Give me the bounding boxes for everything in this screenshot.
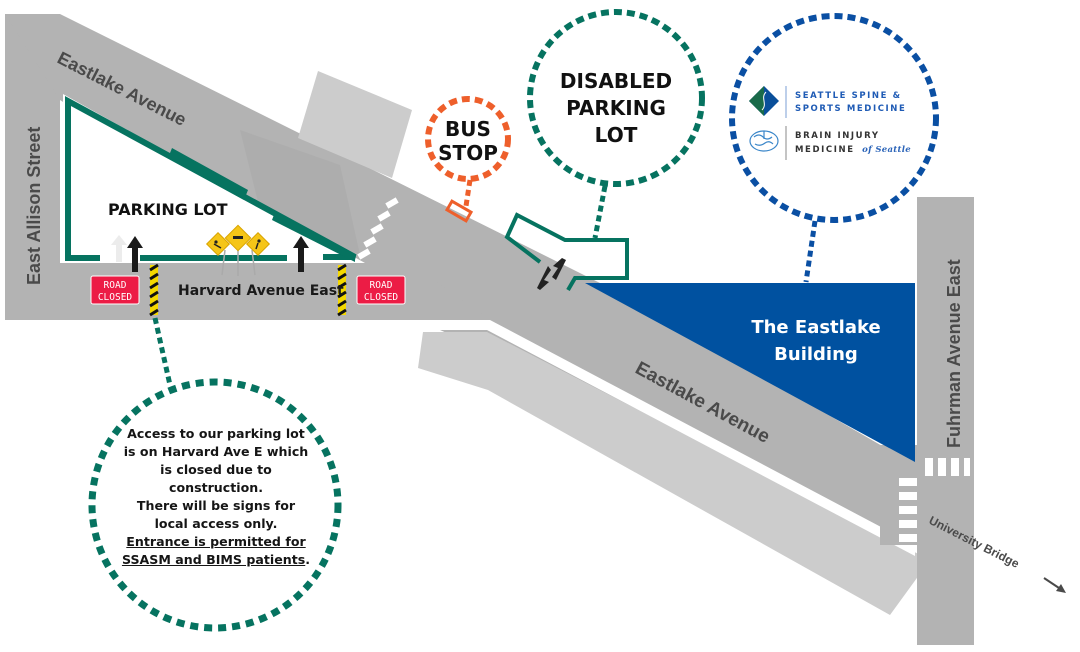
note-line: is on Harvard Ave E which: [123, 444, 309, 459]
seattle-spine-line2: SPORTS MEDICINE: [795, 104, 906, 114]
crosswalk: [357, 197, 399, 260]
two-way-arrow-icon: [537, 258, 566, 290]
road-closed-line1: ROAD: [104, 280, 127, 291]
building-block-south: [418, 332, 930, 615]
note-line: local access only.: [154, 516, 278, 531]
bus-stop-line1: BUS: [445, 117, 491, 141]
disabled-parking-line2: PARKING: [566, 96, 666, 120]
seattle-spine-line1: SEATTLE SPINE &: [795, 91, 902, 101]
building-block-north: [298, 71, 412, 178]
road-eastlake-avenue: [5, 14, 915, 545]
building-label-line2: Building: [774, 344, 858, 365]
note-emphasis: SSASM and BIMS patients: [121, 552, 306, 567]
road-closed-line2: CLOSED: [364, 292, 399, 303]
disabled-parking-leader: [592, 185, 608, 239]
road-closed-sign-left: ROAD CLOSED: [90, 275, 140, 305]
eastlake-building: [585, 283, 915, 462]
road-east-allison-street: [5, 14, 60, 320]
note-period: .: [305, 552, 311, 567]
road-closed-sign-right: ROAD CLOSED: [356, 275, 406, 305]
street-label-fuhrman: Fuhrman Avenue East: [944, 259, 964, 448]
road-closed-line1: ROAD: [370, 280, 393, 291]
disabled-parking-line3: LOT: [595, 123, 638, 147]
note-line: SSASM and BIMS patients.: [108, 551, 324, 569]
brain-injury-medicine: MEDICINE: [795, 145, 855, 155]
construction-sign-icon: [205, 224, 271, 276]
bus-stop-marker: [444, 199, 474, 223]
building-label-line1: The Eastlake: [751, 317, 880, 338]
striped-barrier-icon: [337, 263, 347, 317]
street-label-east-allison: East Allison Street: [24, 127, 44, 285]
road-shade: [240, 130, 360, 255]
road-fuhrman-avenue-east: [917, 197, 974, 645]
disabled-parking-outline: [504, 212, 629, 292]
note-line: There will be signs for: [136, 498, 296, 513]
arrow-up-icon: [111, 235, 127, 262]
brain-injury-suffix: of Seattle: [862, 145, 911, 155]
access-note-text: Access to our parking lot is on Harvard …: [108, 425, 324, 569]
brain-injury-line2: MEDICINE of Seattle: [795, 145, 911, 155]
note-emphasis: Entrance is permitted for: [126, 534, 306, 549]
bus-stop-callout: [425, 96, 511, 182]
parking-lot-outline: [65, 95, 357, 261]
road-closed-line2: CLOSED: [98, 292, 133, 303]
note-leader: [152, 317, 173, 386]
brain-injury-line1: BRAIN INJURY: [795, 131, 880, 141]
arrow-up-icon: [127, 236, 143, 272]
note-line: is closed due to: [160, 462, 272, 477]
parking-lot-edge-thick: [168, 148, 248, 200]
brain-outline-logo: [749, 130, 779, 152]
logos-leader: [803, 220, 818, 283]
striped-barrier-icon: [149, 263, 159, 317]
access-note-callout: [88, 378, 342, 632]
crosswalk: [899, 458, 970, 542]
parking-lot-edge-thick: [272, 212, 355, 262]
disabled-parking-callout: [527, 9, 705, 187]
bus-stop-leader: [463, 179, 473, 207]
parking-lot-label: PARKING LOT: [108, 200, 228, 219]
arrow-up-icon: [293, 236, 309, 272]
practice-logos-callout: [729, 13, 939, 223]
disabled-parking-line1: DISABLED: [560, 69, 672, 93]
note-line: Access to our parking lot: [127, 426, 305, 441]
street-label-harvard: Harvard Avenue East: [178, 283, 344, 299]
bus-stop-line2: STOP: [438, 141, 498, 165]
note-line: construction.: [169, 480, 263, 495]
spine-diamond-logo: [749, 86, 779, 116]
note-line: Entrance is permitted for: [108, 533, 324, 551]
